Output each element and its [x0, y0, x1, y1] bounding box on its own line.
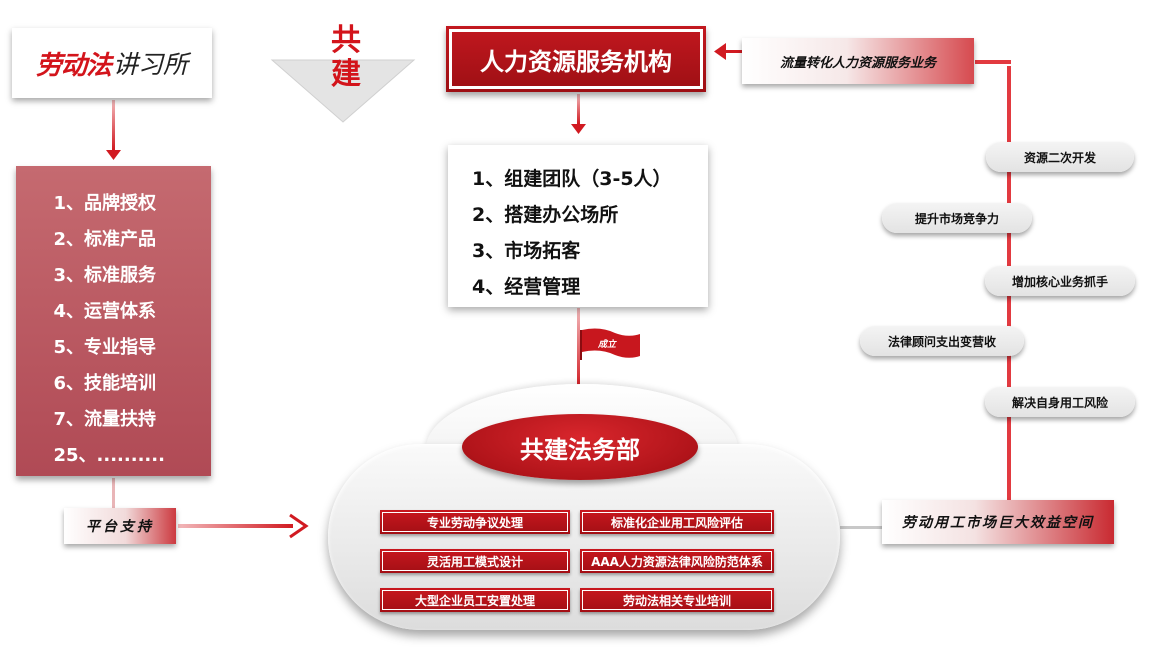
- hr-step-item: 4、经营管理: [472, 276, 581, 298]
- gongjian-chevron: [270, 59, 416, 123]
- hr-step-item: 1、组建团队（3-5人）: [472, 168, 672, 190]
- service-item: 灵活用工模式设计: [380, 549, 570, 573]
- hr-org-steps: 1、组建团队（3-5人） 2、搭建办公场所 3、市场拓客 4、经营管理: [448, 145, 708, 307]
- gongjian-label: 共 建: [330, 24, 362, 92]
- platform-arrow-line: [178, 524, 293, 528]
- flag-pole: [580, 330, 582, 360]
- logo-down-line: [112, 100, 115, 150]
- offering-item: 5、专业指导: [53, 337, 157, 358]
- center-title: 共建法务部: [462, 414, 698, 480]
- service-item: 劳动法相关专业培训: [580, 588, 774, 612]
- offering-item: 3、标准服务: [53, 265, 157, 286]
- hr-step-item: 2、搭建办公场所: [472, 204, 619, 226]
- hr-step-item: 3、市场拓客: [472, 240, 581, 262]
- logo-brand-text: 劳动法: [35, 50, 112, 81]
- hr-down-arrowhead-1: [571, 124, 586, 134]
- service-item: 标准化企业用工风险评估: [580, 510, 774, 534]
- logo: 劳动法 讲习所: [12, 28, 212, 98]
- platform-offerings-panel: 1、品牌授权 2、标准产品 3、标准服务 4、运营体系 5、专业指导 6、技能培…: [16, 166, 211, 476]
- banner-to-hr-line: [716, 50, 742, 53]
- gongjian-char-2: 建: [331, 57, 361, 92]
- benefit-pill: 资源二次开发: [986, 142, 1134, 172]
- gongjian-char-1: 共: [331, 23, 361, 58]
- banner-to-hr-arrowhead: [714, 43, 726, 60]
- list-down-line: [112, 478, 115, 510]
- platform-support-label: 平台支持: [64, 508, 176, 544]
- offering-item: 2、标准产品: [53, 229, 157, 250]
- offering-item: 25、..........: [53, 445, 165, 466]
- service-item: 大型企业员工安置处理: [380, 588, 570, 612]
- service-item: AAA人力资源法律风险防范体系: [580, 549, 774, 573]
- benefit-pill: 增加核心业务抓手: [985, 266, 1135, 296]
- hr-down-line-2: [577, 308, 580, 390]
- right-top-horizontal: [975, 60, 1011, 64]
- hr-org-title: 人力资源服务机构: [446, 26, 706, 92]
- offering-item: 7、流量扶持: [53, 409, 157, 430]
- logo-subtitle-text: 讲习所: [113, 50, 189, 79]
- logo-down-arrowhead: [106, 150, 121, 160]
- platform-arrowhead: [289, 513, 309, 539]
- benefit-pill: 提升市场竞争力: [882, 203, 1032, 233]
- cloud-to-market-line: [840, 526, 884, 529]
- offering-item: 4、运营体系: [53, 301, 157, 322]
- hr-down-line-1: [577, 94, 580, 124]
- benefit-pill: 法律顾问支出变营收: [860, 326, 1024, 356]
- flag-shape: [582, 328, 640, 358]
- flag-label: 成立: [598, 340, 617, 350]
- benefit-pill: 解决自身用工风险: [985, 387, 1135, 417]
- market-space-banner: 劳动用工市场巨大效益空间: [882, 500, 1114, 544]
- traffic-conversion-banner: 流量转化人力资源服务业务: [742, 38, 974, 84]
- service-item: 专业劳动争议处理: [380, 510, 570, 534]
- offering-item: 6、技能培训: [53, 373, 157, 394]
- offering-item: 1、品牌授权: [53, 193, 157, 214]
